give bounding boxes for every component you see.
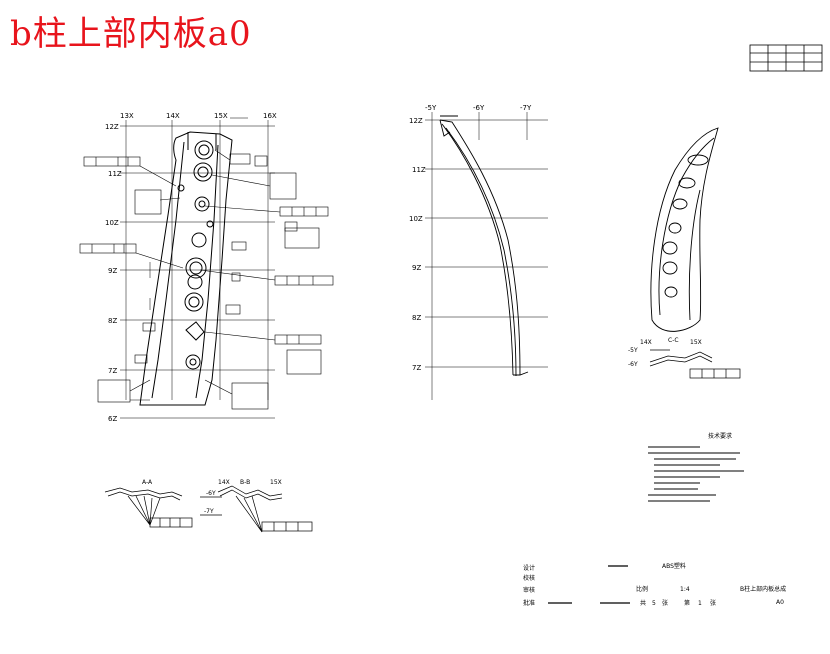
- tech-notes-heading: 技术要求: [708, 432, 732, 440]
- side-profile: [439, 115, 529, 377]
- section-cc-x-label: 14X: [640, 339, 652, 346]
- side-view: -5Y -6Y -7Y 12Z 11Z 10Z 9Z 8Z 7Z: [409, 104, 548, 400]
- title-block-row-label: 设计: [523, 564, 535, 572]
- front-x-label: 13X: [120, 112, 134, 120]
- side-z-label: 8Z: [412, 314, 421, 322]
- section-bb-x-label: 15X: [270, 479, 282, 486]
- front-z-label: 6Z: [108, 415, 117, 423]
- tech-notes-lines: [648, 446, 744, 502]
- side-z-label: 7Z: [412, 364, 421, 372]
- section-aa-label: A-A: [142, 479, 153, 486]
- front-x-label: 15X: [214, 112, 228, 120]
- sheet-no-label: 第: [684, 599, 690, 607]
- front-z-label: 12Z: [105, 123, 119, 131]
- side-y-label: -5Y: [425, 104, 437, 112]
- front-grid-lines: [120, 120, 275, 419]
- section-cc-x-label: 15X: [690, 339, 702, 346]
- section-bb-x-label: 14X: [218, 479, 230, 486]
- section-bb-y-label: -7Y: [204, 508, 214, 515]
- sheet-total: 5: [652, 600, 656, 607]
- side-z-label: 11Z: [412, 166, 426, 174]
- revision-table: [749, 44, 823, 72]
- front-z-label: 10Z: [105, 219, 119, 227]
- front-z-label: 8Z: [108, 317, 117, 325]
- tech-notes: 技术要求: [648, 432, 744, 502]
- title-block-row-label: 校核: [523, 574, 535, 582]
- front-annotations-right: [199, 149, 334, 410]
- title-block-row-label: 批准: [523, 599, 535, 607]
- section-bb: 14X B-B 15X -6Y -7Y: [200, 479, 313, 533]
- side-grid-lines: [425, 112, 548, 400]
- scale-value: 1:4: [680, 586, 690, 593]
- section-cc-label: C-C: [668, 337, 679, 344]
- scale-label: 比例: [636, 585, 648, 593]
- drawing-title: b柱上部内板a0: [10, 14, 252, 54]
- section-cc-y-label: -5Y: [628, 347, 638, 354]
- title-block-row-label: 审核: [523, 586, 535, 594]
- front-x-label: 14X: [166, 112, 180, 120]
- section-bb-y-label: -6Y: [206, 490, 216, 497]
- sheet-unit2: 张: [710, 599, 716, 607]
- front-dimensions: [130, 117, 248, 401]
- sheet-total-label: 共: [640, 599, 646, 607]
- section-cc: C-C 14X 15X -5Y -6Y: [628, 337, 741, 379]
- section-bb-label: B-B: [240, 479, 250, 486]
- iso-view: [650, 127, 719, 332]
- section-cc-y-label: -6Y: [628, 361, 638, 368]
- side-y-label: -6Y: [473, 104, 485, 112]
- sheet-size: A0: [776, 599, 784, 606]
- title-block: 设计 校核 审核 批准 ABS塑料 比例 1:4 B柱上部内板总成 A0 共 5…: [523, 562, 786, 607]
- front-z-label: 9Z: [108, 267, 117, 275]
- sheet-no: 1: [698, 600, 702, 607]
- side-z-label: 12Z: [409, 117, 423, 125]
- side-z-label: 9Z: [412, 264, 421, 272]
- side-z-label: 10Z: [409, 215, 423, 223]
- sheet-unit: 张: [662, 599, 668, 607]
- side-y-label: -7Y: [520, 104, 532, 112]
- section-aa: A-A: [104, 479, 193, 528]
- front-x-label: 16X: [263, 112, 277, 120]
- front-annotations-left: [79, 156, 184, 403]
- material-value: ABS塑料: [662, 562, 686, 570]
- pillar-holes: [177, 140, 214, 370]
- title-block-fill-lines: [548, 565, 630, 604]
- front-z-label: 7Z: [108, 367, 117, 375]
- front-view: 13X 14X 15X 16X 12Z 11Z 10Z 9Z 8Z 7Z 6Z: [79, 112, 334, 423]
- part-name: B柱上部内板总成: [740, 585, 786, 593]
- front-z-label: 11Z: [108, 170, 122, 178]
